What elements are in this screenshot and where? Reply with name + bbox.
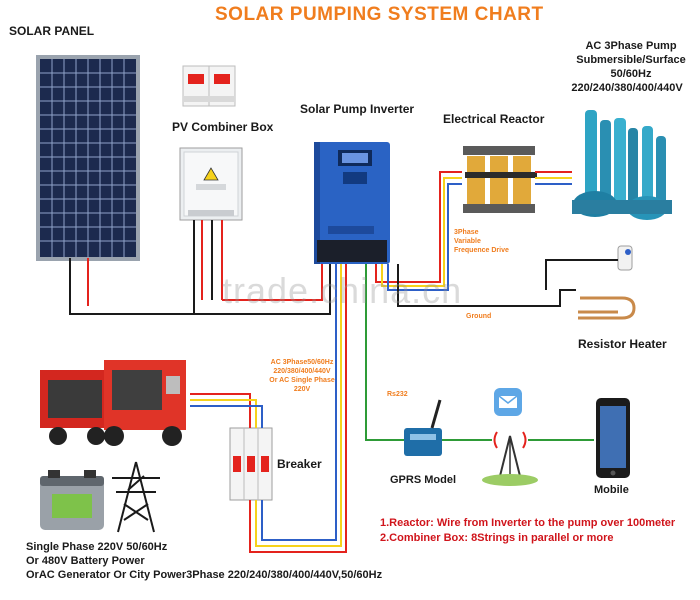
- ac-input-label-line4: 220V: [293, 386, 311, 393]
- mobile-phone-illustration: [596, 398, 630, 478]
- pv-combiner-box-illustration: [179, 147, 243, 221]
- page-title: SOLAR PUMPING SYSTEM CHART: [215, 4, 544, 25]
- solar-pump-inverter-label: Solar Pump Inverter: [300, 102, 415, 116]
- note-combiner-box: 2.Combiner Box: 8Strings in parallel or …: [380, 532, 614, 544]
- ac-pump-illustration: [572, 110, 672, 220]
- source-label-line2: Or 480V Battery Power: [26, 555, 145, 567]
- ac-input-label-line3: Or AC Single Phase: [269, 377, 335, 384]
- pv-combiner-box-label: PV Combiner Box: [172, 120, 274, 134]
- three-phase-label-line3: Frequence Drive: [454, 247, 509, 254]
- cell-tower-illustration: [482, 431, 538, 486]
- solar-panel-illustration: [36, 55, 140, 261]
- gprs-module-illustration: [404, 399, 442, 456]
- power-tower-illustration: [112, 461, 160, 533]
- three-phase-label-line1: 3Phase: [454, 229, 479, 236]
- three-phase-label-line2: Variable: [454, 238, 481, 245]
- wiring: [69, 171, 618, 553]
- source-label-line1: Single Phase 220V 50/60Hz: [26, 541, 168, 553]
- pump-label-line4: 220/240/380/400/440V: [571, 82, 683, 94]
- combiner-breakers-illustration: [182, 65, 236, 107]
- solar-panel-label: SOLAR PANEL: [9, 24, 95, 38]
- ac-input-label-line2: 220/380/400/440V: [273, 368, 331, 375]
- pump-label-line3: 50/60Hz: [610, 68, 652, 80]
- pump-label-line2: Submersible/Surface: [576, 54, 686, 66]
- electrical-reactor-label: Electrical Reactor: [443, 112, 545, 126]
- rs232-label: Rs232: [387, 391, 408, 398]
- watermark: trade.china.cn: [222, 270, 463, 311]
- breaker-illustration: [229, 427, 273, 501]
- battery-illustration: [40, 470, 104, 530]
- mobile-label: Mobile: [594, 484, 629, 496]
- generator-illustration: [40, 360, 186, 446]
- resistor-heater-illustration: [578, 245, 636, 320]
- ac-input-label-line1: AC 3Phase50/60Hz: [270, 359, 334, 366]
- note-reactor: 1.Reactor: Wire from Inverter to the pum…: [380, 517, 676, 529]
- electrical-reactor-illustration: [463, 146, 537, 213]
- gprs-model-label: GPRS Model: [390, 474, 457, 486]
- solar-pump-inverter-illustration: [314, 142, 390, 264]
- mail-app-icon: [494, 388, 522, 416]
- breaker-label: Breaker: [277, 457, 322, 471]
- resistor-heater-label: Resistor Heater: [578, 337, 667, 351]
- ground-label: Ground: [466, 313, 492, 320]
- pump-label-line1: AC 3Phase Pump: [585, 40, 677, 52]
- source-label-line3: OrAC Generator Or City Power3Phase 220/2…: [26, 569, 383, 581]
